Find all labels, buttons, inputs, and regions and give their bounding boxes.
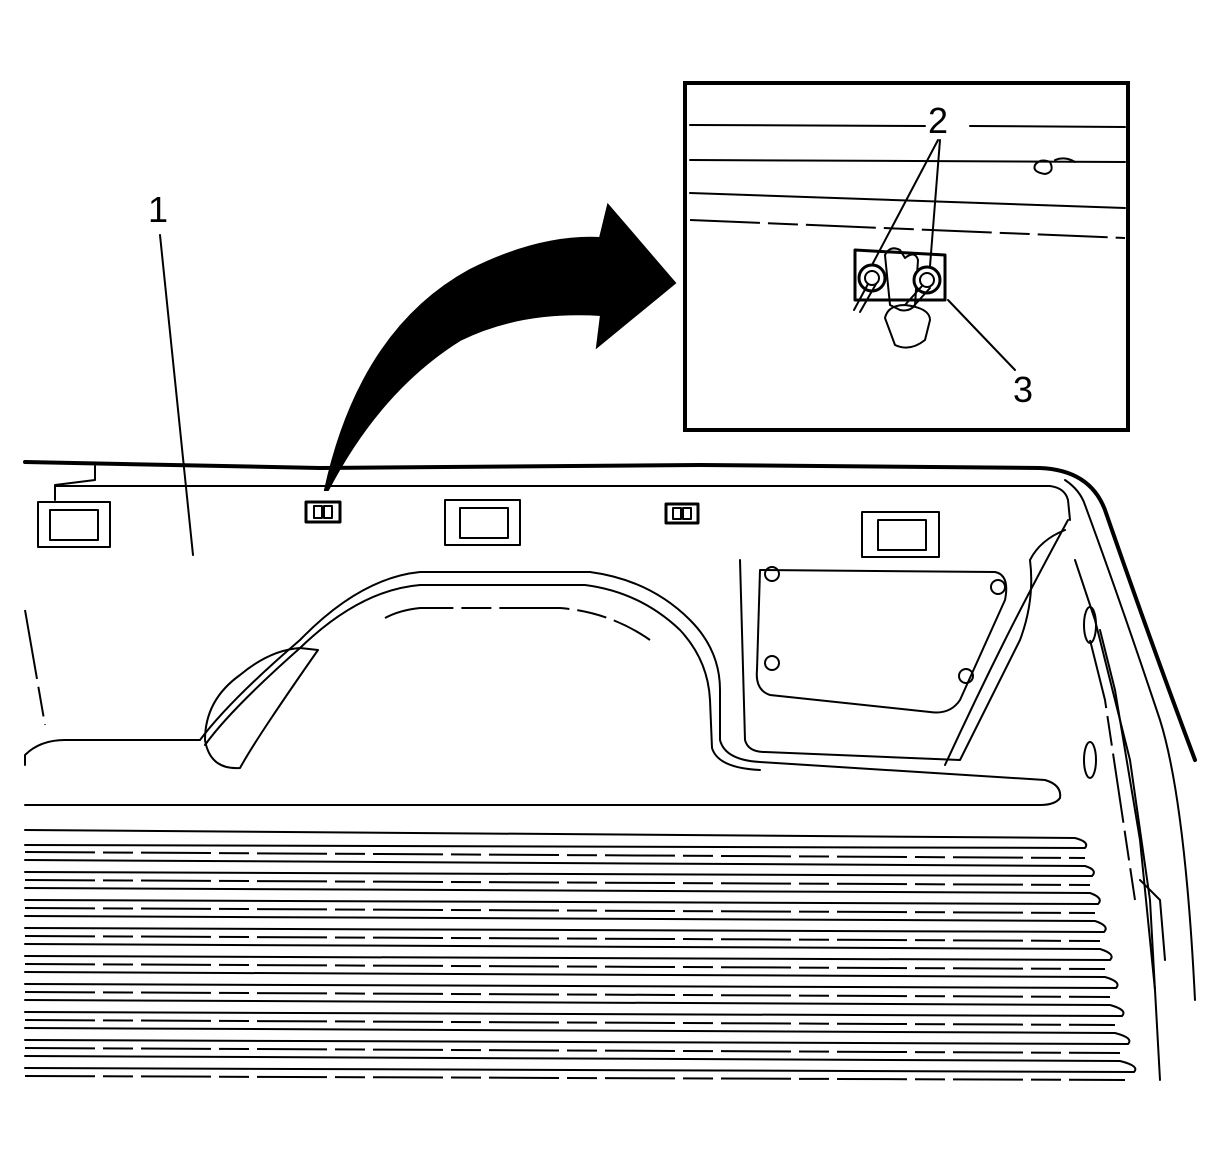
rivet-left bbox=[853, 263, 887, 313]
cover-screw-3 bbox=[764, 655, 780, 671]
panel-recess-2 bbox=[944, 519, 1069, 766]
inset-detail: 2 3 bbox=[683, 81, 1130, 432]
rail-clip-right bbox=[664, 502, 700, 525]
stake-pocket-right bbox=[861, 511, 940, 558]
callout-1: 1 bbox=[148, 189, 168, 230]
cover-screw-1 bbox=[764, 566, 780, 582]
cover-screw-4 bbox=[958, 668, 974, 684]
stake-pocket-left bbox=[37, 501, 111, 548]
wheel-well-dash bbox=[384, 607, 651, 641]
bracket bbox=[853, 248, 947, 302]
bed-floor-ribs bbox=[24, 829, 1137, 1081]
bed-rail-inner-2 bbox=[1064, 479, 1196, 1001]
stake-pocket-center bbox=[444, 499, 521, 546]
access-cover bbox=[755, 566, 1008, 714]
callout-3: 3 bbox=[1013, 369, 1033, 410]
truck-bed bbox=[23, 460, 1197, 1081]
wheel-guard-bumper bbox=[204, 647, 319, 770]
hook-base bbox=[884, 304, 931, 349]
wheel-well-outer bbox=[24, 571, 1062, 806]
rail-clip-left bbox=[304, 500, 342, 524]
rivet-right bbox=[904, 265, 942, 309]
curved-arrow bbox=[323, 202, 677, 491]
inset-hole bbox=[1033, 157, 1076, 175]
panel-recess bbox=[739, 529, 1066, 761]
wheel-well-inner bbox=[204, 584, 761, 771]
bed-wall-left-edge bbox=[24, 609, 46, 726]
bed-top-rail bbox=[23, 460, 1197, 762]
leader-2b bbox=[929, 139, 941, 267]
bed-rail-inner bbox=[54, 465, 1071, 521]
callout-2: 2 bbox=[928, 100, 948, 141]
cover-screw-2 bbox=[990, 579, 1006, 595]
leader-2a bbox=[871, 139, 939, 266]
bed-front-wall bbox=[1074, 559, 1166, 1081]
leader-1 bbox=[159, 234, 194, 556]
hook-stem bbox=[884, 247, 919, 312]
leader-3 bbox=[947, 299, 1016, 371]
